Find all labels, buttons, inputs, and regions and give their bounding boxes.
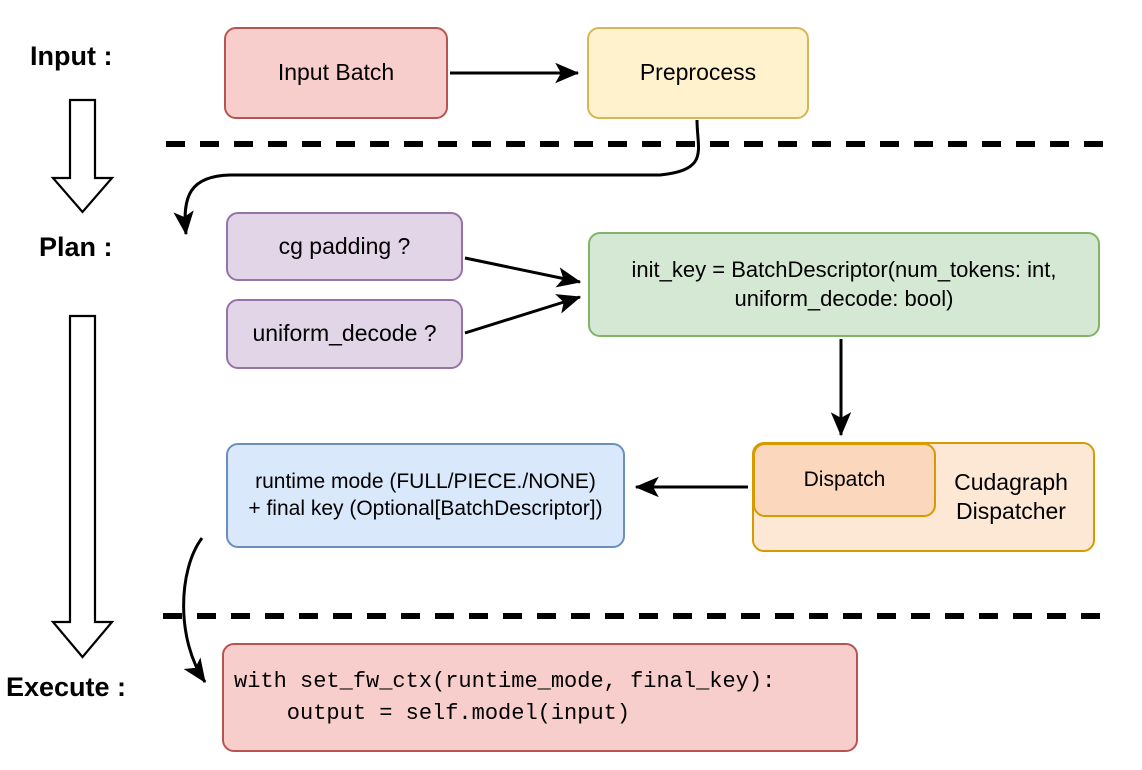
node-cg-padding-label: cg padding ?: [278, 232, 411, 259]
block-arrow-input-to-plan: [50, 98, 115, 214]
node-uniform-decode[interactable]: uniform_decode ?: [226, 299, 463, 369]
node-preprocess-label: Preprocess: [639, 59, 757, 86]
arrow-runtime-mode-to-execute-code: [182, 537, 207, 683]
node-runtime-mode-line-1: runtime mode (FULL/PIECE./NONE): [255, 469, 596, 493]
node-runtime-mode-line-2: + final key (Optional[BatchDescriptor]): [248, 496, 603, 520]
arrow-uniform-decode-to-init-key: [464, 294, 582, 335]
node-dispatch-label: Dispatch: [803, 467, 886, 491]
stage-label-input: Input :: [30, 41, 113, 71]
node-runtime-mode[interactable]: runtime mode (FULL/PIECE./NONE) + final …: [226, 443, 625, 548]
node-cudagraph-dispatcher-line-2: Dispatcher: [956, 498, 1066, 524]
node-init-key[interactable]: init_key = BatchDescriptor(num_tokens: i…: [588, 232, 1100, 337]
node-cg-padding[interactable]: cg padding ?: [226, 212, 463, 281]
stage-label-execute: Execute :: [6, 672, 127, 702]
block-arrow-plan-to-execute: [50, 314, 115, 659]
node-execute-code-line-1: with set_fw_ctx(runtime_mode, final_key)…: [234, 668, 776, 694]
node-uniform-decode-label: uniform_decode ?: [252, 320, 437, 347]
node-init-key-line-1: init_key = BatchDescriptor(num_tokens: i…: [631, 257, 1057, 283]
node-execute-code-line-2: output = self.model(input): [234, 700, 631, 726]
node-input-batch-label: Input Batch: [277, 59, 395, 86]
arrow-cg-padding-to-init-key: [464, 256, 582, 288]
node-init-key-line-2: uniform_decode: bool): [734, 285, 954, 311]
node-preprocess[interactable]: Preprocess: [587, 27, 809, 119]
node-input-batch[interactable]: Input Batch: [224, 27, 448, 119]
node-dispatch[interactable]: Dispatch: [753, 443, 936, 517]
stage-label-plan: Plan :: [39, 232, 113, 262]
node-cudagraph-dispatcher-line-1: Cudagraph: [954, 468, 1068, 495]
node-execute-code[interactable]: with set_fw_ctx(runtime_mode, final_key)…: [222, 643, 858, 752]
